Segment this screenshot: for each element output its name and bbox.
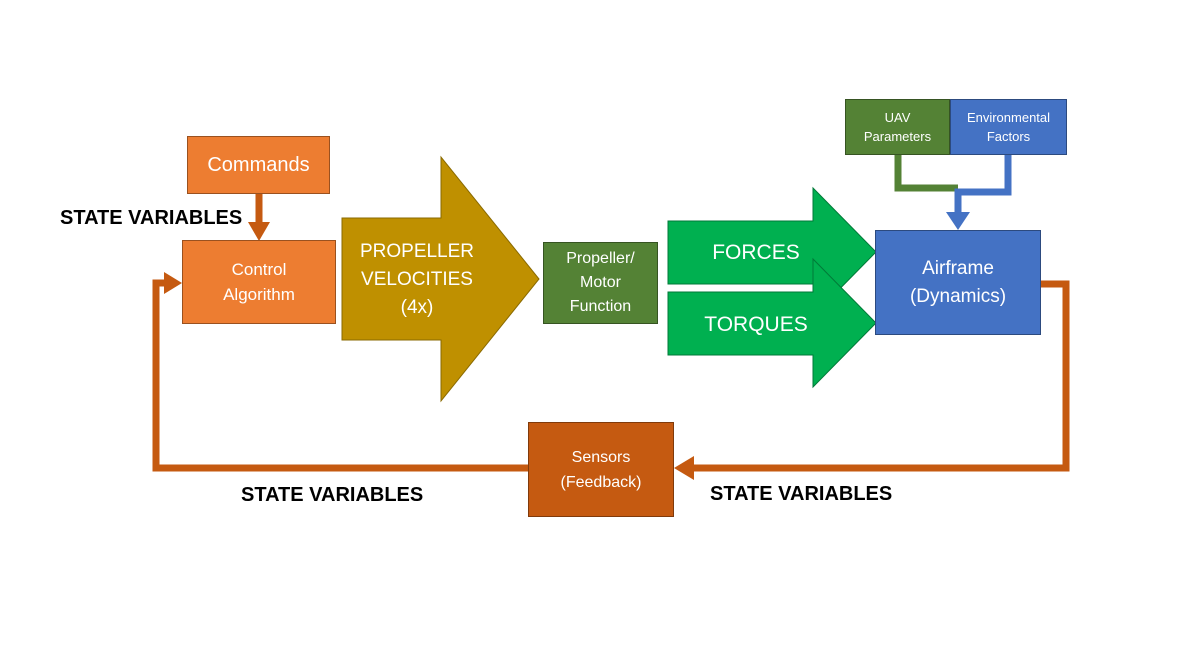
sensors-to-control-line [152,279,528,472]
env-factors-to-airframe-line [954,155,1012,214]
state-variables-top-label: STATE VARIABLES [60,207,243,229]
state-variables-bottom-left-label: STATE VARIABLES [241,484,424,506]
propeller-velocities-label: PROPELLER VELOCITIES (4x) [359,241,475,318]
uav-parameters-block: UAV Parameters [845,99,950,155]
airframe-block: Airframe (Dynamics) [875,230,1041,335]
propeller-velocities-arrow [341,155,540,403]
commands-to-control-arrowhead [248,222,270,241]
torques-arrow [667,257,877,389]
factors-to-airframe-arrowhead [946,212,970,230]
control-algorithm-block: Control Algorithm [182,240,336,324]
state-variables-bottom-right-label: STATE VARIABLES [710,483,893,505]
sensors-block: Sensors (Feedback) [528,422,674,517]
environmental-factors-block: Environmental Factors [950,99,1067,155]
propeller-motor-block: Propeller/ Motor Function [543,242,658,324]
airframe-to-sensors-arrowhead [674,456,694,480]
uav-params-to-airframe-line [894,155,958,192]
airframe-to-sensors-line [690,280,1070,472]
commands-block: Commands [187,136,330,194]
sensors-to-control-arrowhead [164,272,182,294]
forces-label: FORCES [712,241,800,264]
torques-label: TORQUES [704,313,808,336]
